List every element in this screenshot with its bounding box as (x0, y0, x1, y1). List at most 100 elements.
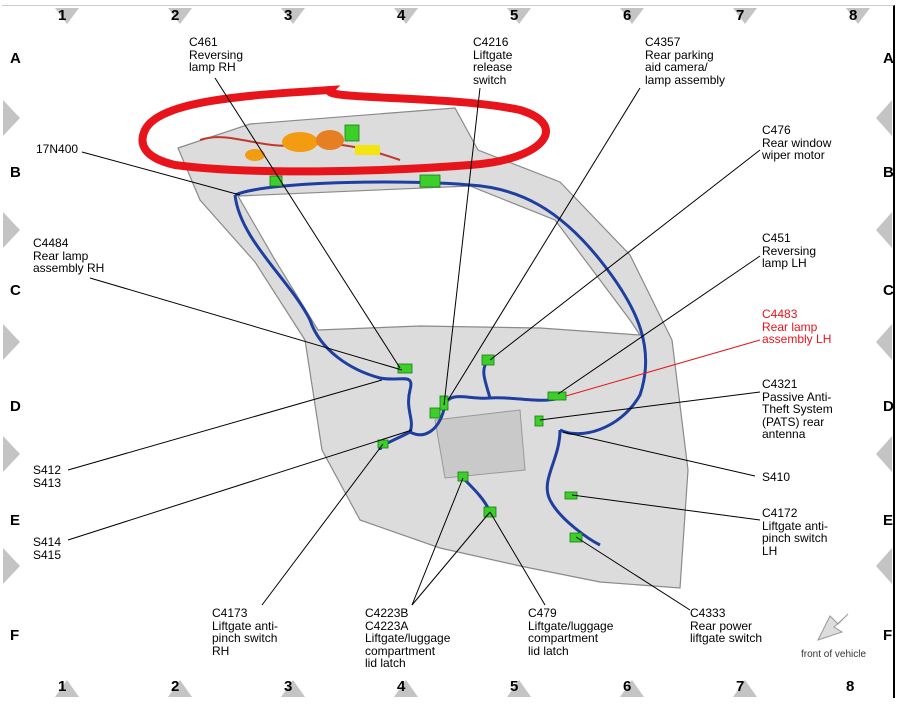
connector-desc: compartment (365, 643, 436, 658)
grid-row-c-right: C (883, 282, 894, 299)
grid-col-2: 2 (171, 7, 180, 24)
grid-row-f-right: F (883, 627, 893, 644)
callout-c476: C476 Rear window wiper motor (762, 124, 831, 162)
splice-code: S410 (762, 470, 791, 484)
grid-row-d: D (10, 398, 21, 415)
grid-edge-markers (3, 8, 892, 697)
grid-row-b-right: B (883, 164, 894, 181)
callout-c451: C451 Reversing lamp LH (762, 232, 816, 270)
connector-desc: Reversing (189, 47, 244, 62)
connector-desc: liftgate switch (690, 631, 763, 645)
connector-code: C4333 (690, 606, 726, 620)
grid-col-4-bottom: 4 (397, 678, 406, 695)
callout-c4483-highlighted: C4483 Rear lamp assembly LH (762, 308, 831, 346)
connector-desc: Rear power (690, 618, 753, 633)
connector-desc: antenna (762, 427, 806, 441)
connector-desc: LH (762, 543, 778, 558)
wire-harness (233, 180, 648, 547)
harness-code: 17N400 (36, 142, 79, 156)
connector-desc: Liftgate anti- (212, 618, 279, 633)
grid-col-3-bottom: 3 (284, 678, 293, 695)
connector-desc: lid latch (365, 656, 406, 670)
diagram-frame (2, 5, 895, 698)
connector-code: C4484 (33, 236, 69, 250)
callout-c4223: C4223B C4223A Liftgate/luggage compartme… (365, 607, 450, 670)
connector-desc: Rear parking (645, 47, 714, 62)
connector-desc: pinch switch (762, 531, 828, 545)
grid-col-5: 5 (510, 7, 519, 24)
callout-c461: C461 Reversing lamp RH (189, 36, 243, 74)
callout-17n400: 17N400 (36, 143, 78, 156)
front-of-vehicle-label: front of vehicle (801, 649, 867, 660)
connector-code: C461 (189, 35, 218, 49)
callout-s412-s413: S412 S413 (33, 464, 61, 489)
connector-desc: Passive Anti- (762, 389, 832, 404)
leader-line-highlighted (565, 339, 761, 397)
connector-desc: assembly RH (33, 261, 105, 275)
connector-code: C4321 (762, 377, 798, 391)
callout-c4484: C4484 Rear lamp assembly RH (33, 237, 104, 275)
connector-code: C476 (762, 123, 791, 137)
connector-desc: switch (473, 72, 507, 87)
grid-row-a-right: A (883, 50, 894, 67)
top-components (245, 130, 380, 161)
connector-code: C4216 (473, 35, 509, 49)
connector-code: C4173 (212, 606, 248, 620)
callout-c4357: C4357 Rear parking aid camera/ lamp asse… (645, 36, 725, 86)
connector-desc: Liftgate (473, 47, 513, 62)
splice-code: S415 (33, 547, 62, 562)
connector-desc: Reversing (762, 243, 817, 258)
callout-c479: C479 Liftgate/luggage compartment lid la… (528, 607, 613, 657)
grid-row-e: E (10, 512, 21, 529)
connector-code: C4223A (365, 618, 409, 633)
splice-code: S413 (33, 475, 62, 490)
connector-desc: aid camera/ (645, 60, 708, 74)
liftgate-lower-panel (434, 409, 526, 479)
connector-desc: lamp assembly (645, 72, 726, 87)
connector-desc: Liftgate anti- (762, 518, 829, 533)
grid-row-a: A (10, 50, 21, 67)
grid-row-b: B (10, 164, 21, 181)
connector-desc: Liftgate/luggage (365, 631, 451, 645)
connector-desc: Rear window (762, 135, 832, 150)
connector-desc: release (473, 60, 513, 74)
connector-code: C4357 (645, 35, 681, 49)
connector-desc: Liftgate/luggage (528, 618, 614, 633)
grid-col-5-bottom: 5 (510, 678, 519, 695)
connector-desc: lamp LH (762, 256, 807, 270)
connector-desc: compartment (528, 631, 599, 645)
splice-code: S414 (33, 535, 62, 549)
front-of-vehicle-arrow-icon (817, 613, 849, 641)
grid-col-6-bottom: 6 (623, 678, 632, 695)
callout-c4173: C4173 Liftgate anti- pinch switch RH (212, 607, 278, 657)
grid-col-8-bottom: 8 (846, 678, 855, 695)
callout-c4216: C4216 Liftgate release switch (473, 36, 512, 86)
connector-desc: pinch switch (212, 631, 278, 645)
callout-c4333: C4333 Rear power liftgate switch (690, 607, 762, 645)
grid-col-6: 6 (623, 7, 632, 24)
grid-col-7: 7 (736, 7, 745, 24)
callout-c4321: C4321 Passive Anti- Theft System (PATS) … (762, 378, 833, 441)
connector-desc: Theft System (762, 402, 833, 416)
grid-row-c: C (10, 282, 21, 299)
grid-col-8: 8 (849, 7, 858, 24)
grid-row-f: F (10, 627, 20, 644)
grid-col-2-bottom: 2 (171, 678, 180, 695)
connector-code: C4172 (762, 506, 798, 520)
grid-row-d-right: D (883, 398, 894, 415)
highlight-annotation (138, 85, 550, 176)
grid-col-1-bottom: 1 (58, 678, 67, 695)
connector-desc: lamp RH (189, 60, 236, 74)
connector-desc: (PATS) rear (762, 414, 825, 429)
connector-code: C4483 (762, 307, 798, 321)
connector-desc: RH (212, 643, 230, 658)
grid-col-3: 3 (284, 7, 293, 24)
grid-col-4: 4 (397, 7, 406, 24)
splice-code: S412 (33, 463, 62, 477)
connector-code: C479 (528, 606, 557, 620)
callout-s414-s415: S414 S415 (33, 536, 61, 561)
connector-desc: Rear lamp (33, 248, 89, 263)
callout-c4172: C4172 Liftgate anti- pinch switch LH (762, 507, 828, 557)
